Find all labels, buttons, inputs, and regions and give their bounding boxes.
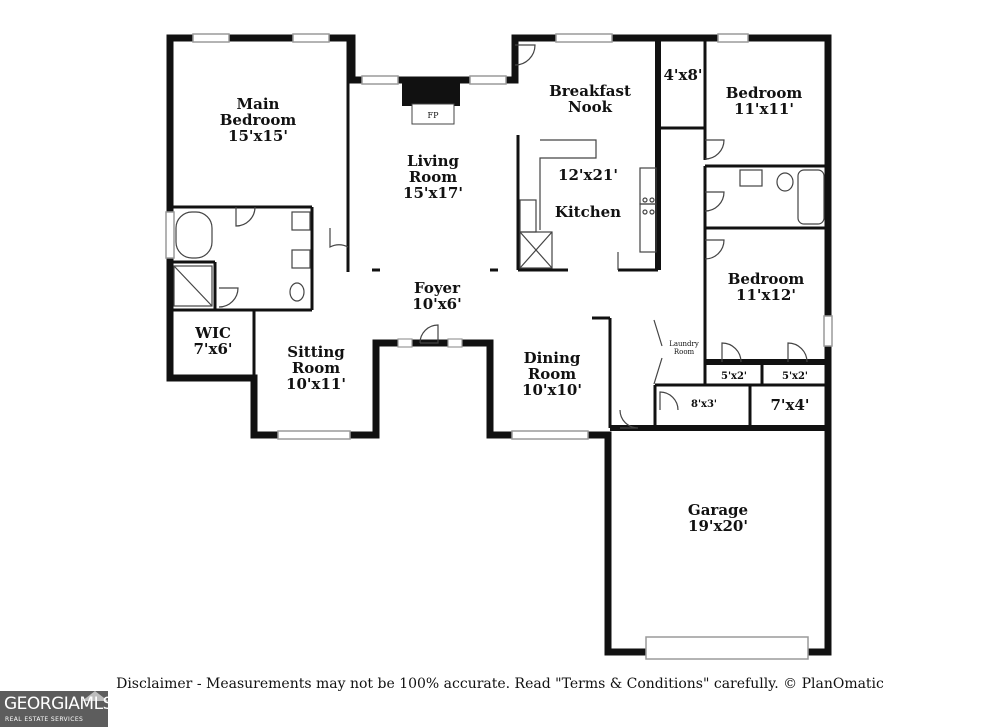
bedroom-2-name: Bedroom xyxy=(726,84,803,102)
foyer-label: Foyer 10'x6' xyxy=(412,279,461,313)
breakfast-nook-label: Breakfast Nook xyxy=(549,82,631,116)
bedroom-2-size: 11'x11' xyxy=(734,100,794,118)
closet-5x2-a-size: 5'x2' xyxy=(721,371,747,382)
bedroom-3-name: Bedroom xyxy=(728,270,805,288)
bedroom-3-label: Bedroom 11'x12' xyxy=(728,270,805,304)
logo-main-text: GEORGIAMLS xyxy=(4,694,113,714)
closet-8x3-size: 8'x3' xyxy=(691,399,717,410)
windows xyxy=(165,33,833,660)
living-room-name-line1: Living xyxy=(407,152,460,170)
kitchen-fixtures xyxy=(519,139,657,270)
wic-name: WIC xyxy=(194,324,231,342)
garage-name: Garage xyxy=(688,501,748,519)
main-bedroom-size: 15'x15' xyxy=(228,127,288,145)
bedroom-3-size: 11'x12' xyxy=(736,286,796,304)
kitchen-name: Kitchen xyxy=(555,203,621,221)
wic-size: 7'x6' xyxy=(193,340,232,358)
laundry-label: Laundry Room xyxy=(669,340,699,356)
foyer-entry xyxy=(397,338,463,348)
laundry-name-line2: Room xyxy=(674,348,695,356)
dining-room-name-line1: Dining xyxy=(524,349,581,367)
wic-label: WIC 7'x6' xyxy=(193,324,232,358)
sitting-room-label: Sitting Room 10'x11' xyxy=(286,343,346,393)
roof-icon xyxy=(82,691,108,701)
sitting-room-size: 10'x11' xyxy=(286,375,346,393)
exterior-walls xyxy=(166,34,832,656)
living-room-label: Living Room 15'x17' xyxy=(403,152,463,202)
breakfast-nook-name-line1: Breakfast xyxy=(549,82,631,100)
dining-room-size: 10'x10' xyxy=(522,381,582,399)
interior-walls xyxy=(170,38,828,430)
garage-label: Garage 19'x20' xyxy=(688,501,748,535)
fireplace-label: FP xyxy=(428,111,440,120)
laundry-name-line1: Laundry xyxy=(669,340,699,348)
bath-fixtures xyxy=(173,169,825,307)
dining-room-label: Dining Room 10'x10' xyxy=(522,349,582,399)
breakfast-nook-name-line2: Nook xyxy=(568,98,613,116)
disclaimer-text: Disclaimer - Measurements may not be 100… xyxy=(116,676,884,692)
georgia-mls-logo: GEORGIAMLS REAL ESTATE SERVICES xyxy=(0,691,113,727)
dining-room-name-line2: Room xyxy=(528,365,576,383)
sitting-room-name-line1: Sitting xyxy=(287,343,345,361)
fireplace: FP xyxy=(402,80,460,125)
doors xyxy=(218,44,808,429)
main-bedroom-name-line2: Bedroom xyxy=(220,111,297,129)
closet-7x4-size: 7'x4' xyxy=(770,396,809,414)
sitting-room-name-line2: Room xyxy=(292,359,340,377)
living-room-size: 15'x17' xyxy=(403,184,463,202)
main-bedroom-label: Main Bedroom 15'x15' xyxy=(220,95,297,145)
logo-sub-text: REAL ESTATE SERVICES xyxy=(5,716,84,723)
foyer-size: 10'x6' xyxy=(412,295,461,313)
closet-4x8-size: 4'x8' xyxy=(663,66,702,84)
garage-size: 19'x20' xyxy=(688,517,748,535)
bedroom-2-label: Bedroom 11'x11' xyxy=(726,84,803,118)
floor-plan: FP xyxy=(165,33,833,660)
foyer-name: Foyer xyxy=(414,279,461,297)
main-bedroom-name-line1: Main xyxy=(237,95,280,113)
closet-5x2-b-size: 5'x2' xyxy=(782,371,808,382)
living-room-name-line2: Room xyxy=(409,168,457,186)
kitchen-size: 12'x21' xyxy=(558,166,618,184)
